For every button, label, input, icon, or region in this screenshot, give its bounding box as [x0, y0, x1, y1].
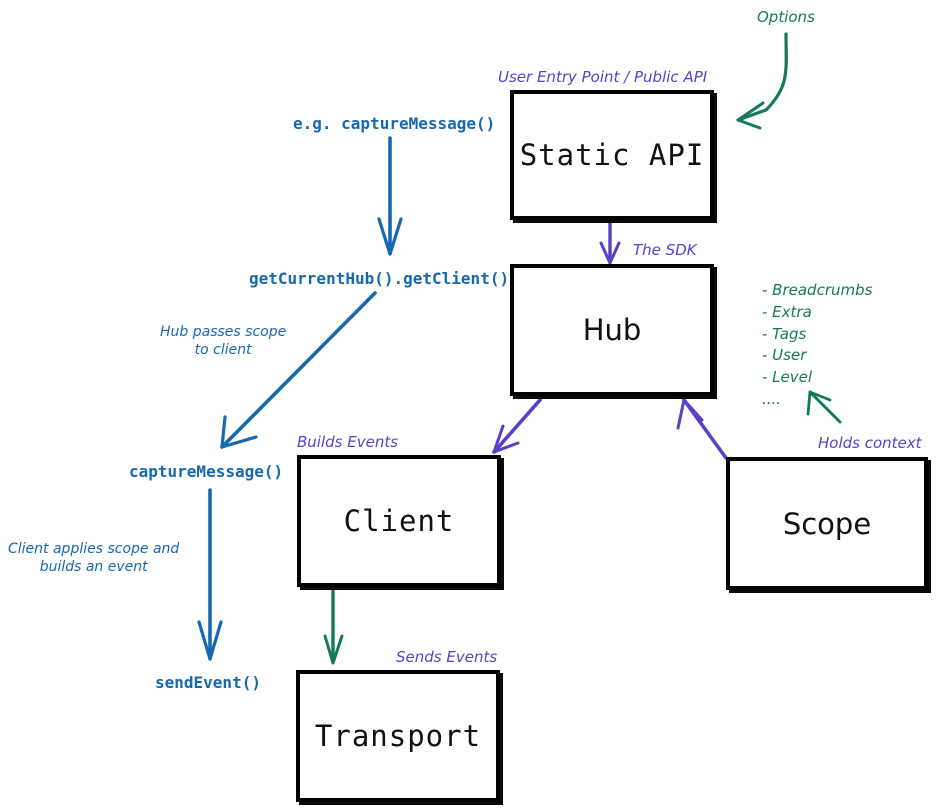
annotation-hub-passes-scope: Hub passes scope to client — [160, 323, 286, 359]
arrow-client-to-transport — [323, 586, 344, 665]
annotation-options: Options — [757, 8, 815, 26]
node-transport[interactable]: Transport — [296, 670, 500, 802]
arrow-scope-to-hub — [676, 398, 728, 460]
context-item-level: - Level — [762, 368, 813, 386]
annotation-sends-events: Sends Events — [396, 648, 498, 666]
node-scope[interactable]: Scope — [726, 457, 928, 590]
context-item-user: - User — [762, 346, 807, 365]
arrow-options-to-static-api — [736, 32, 788, 130]
client-applies-scope-line-1: Client applies scope and — [8, 541, 180, 557]
annotation-builds-events: Builds Events — [297, 433, 399, 451]
annotation-holds-context: Holds context — [818, 434, 922, 452]
context-item-tags: - Tags — [762, 324, 807, 343]
annotation-send-event: sendEvent() — [155, 673, 261, 692]
annotation-client-applies-scope: Client applies scope and builds an event — [8, 540, 179, 576]
hub-passes-scope-line-2: to client — [194, 342, 252, 359]
arrow-getcurrenthub-to-capturemessage — [220, 291, 377, 449]
annotation-the-sdk: The SDK — [633, 241, 697, 259]
arrow-static-api-to-hub — [599, 220, 621, 265]
annotation-eg-capture-message: e.g. captureMessage() — [293, 114, 496, 133]
node-hub[interactable]: Hub — [510, 264, 714, 396]
node-hub-label: Hub — [582, 313, 642, 347]
node-client[interactable]: Client — [297, 455, 501, 587]
context-item-extra: - Extra — [762, 302, 812, 321]
arrow-capturemessage-to-sendevent — [197, 488, 223, 661]
arrow-capturemessage-to-getcurrenthub — [377, 136, 403, 256]
arrow-hub-to-client — [492, 398, 542, 454]
annotation-get-current-hub: getCurrentHub().getClient() — [249, 269, 510, 288]
annotation-capture-message: captureMessage() — [129, 462, 284, 481]
node-static-api-label: Static API — [519, 138, 705, 172]
context-item-breadcrumbs: - Breadcrumbs — [762, 281, 873, 299]
node-scope-label: Scope — [782, 506, 872, 541]
node-transport-label: Transport — [314, 719, 482, 753]
node-static-api[interactable]: Static API — [510, 90, 714, 220]
context-item-ellipsis: .... — [762, 389, 782, 408]
hub-passes-scope-line-1: Hub passes scope — [160, 324, 287, 340]
client-applies-scope-line-2: builds an event — [39, 559, 148, 576]
scope-context-list: - Breadcrumbs - Extra - Tags - User - Le… — [762, 280, 872, 411]
node-client-label: Client — [343, 504, 455, 538]
annotation-user-entry-point: User Entry Point / Public API — [498, 68, 708, 86]
